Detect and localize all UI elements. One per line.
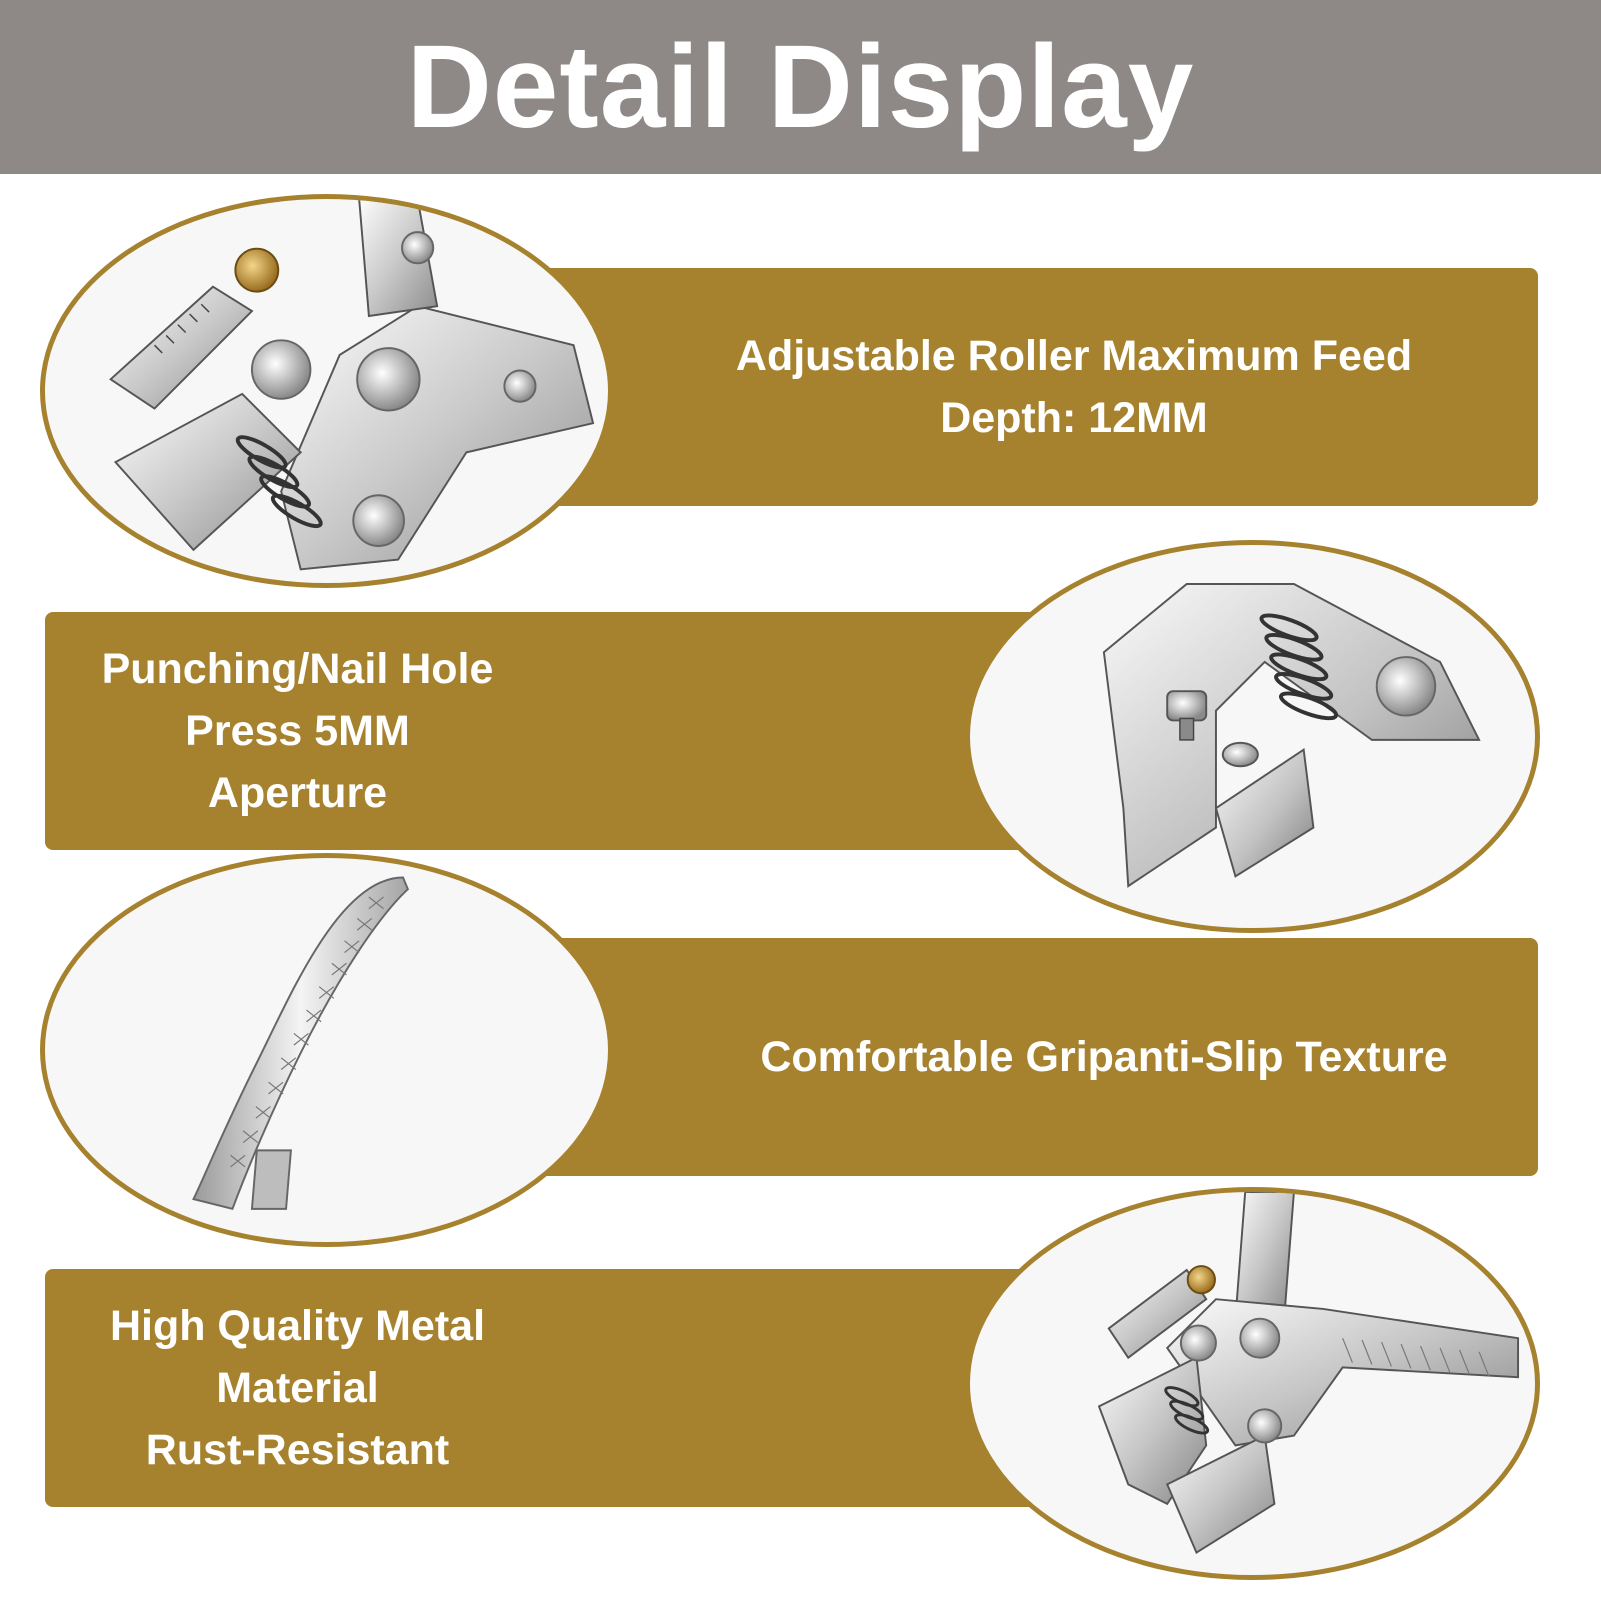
- pliers-overview-image: [965, 1187, 1540, 1580]
- punch-head-illustration: [1102, 583, 1481, 888]
- page-title: Detail Display: [406, 21, 1195, 153]
- feature-band-roller: Adjustable Roller Maximum Feed Depth: 12…: [520, 268, 1538, 506]
- feature-text-material: High Quality Metal Material Rust-Resista…: [45, 1295, 550, 1481]
- feature-line-1: Punching/Nail Hole Press 5MM: [101, 645, 494, 755]
- punch-head-closeup-image: [965, 540, 1540, 933]
- feature-text-roller: Adjustable Roller Maximum Feed Depth: 12…: [736, 325, 1412, 449]
- pliers-overview-illustration: [1097, 1192, 1520, 1555]
- feature-band-grip: Comfortable Gripanti-Slip Texture: [520, 938, 1538, 1176]
- feature-text-punch: Punching/Nail Hole Press 5MM Aperture: [45, 638, 550, 824]
- roller-closeup-image: [40, 194, 613, 588]
- header-banner: Detail Display: [0, 0, 1601, 174]
- handle-closeup-image: [40, 853, 613, 1247]
- handle-illustration: [192, 876, 410, 1211]
- feature-text-grip: Comfortable Gripanti-Slip Texture: [760, 1026, 1447, 1088]
- roller-closeup-illustration: [109, 199, 595, 571]
- feature-line-1: High Quality Metal Material: [109, 1302, 486, 1412]
- feature-line-2: Depth: 12MM: [940, 394, 1208, 442]
- feature-line-2: Rust-Resistant: [145, 1426, 450, 1474]
- feature-line-1: Adjustable Roller Maximum Feed: [735, 332, 1413, 380]
- feature-band-punch: Punching/Nail Hole Press 5MM Aperture: [45, 612, 1090, 850]
- feature-band-material: High Quality Metal Material Rust-Resista…: [45, 1269, 1090, 1507]
- feature-line-2: Aperture: [207, 769, 388, 817]
- feature-line-1: Comfortable Gripanti-Slip Texture: [760, 1033, 1448, 1081]
